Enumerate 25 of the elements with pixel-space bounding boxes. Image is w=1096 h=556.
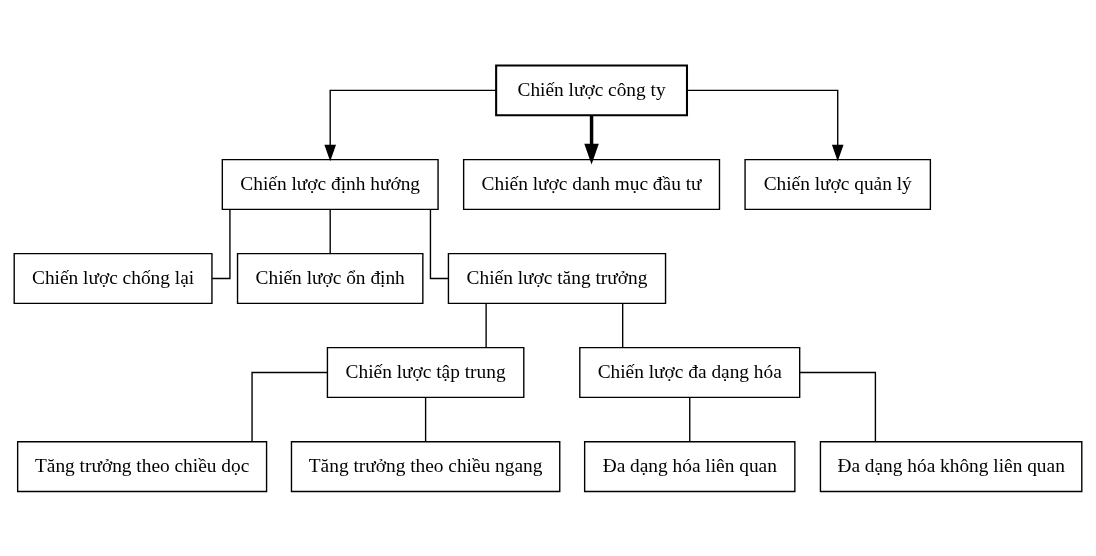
connector <box>429 208 449 279</box>
node-box: Chiến lược tập trung <box>326 346 525 398</box>
connector <box>799 371 877 442</box>
connector <box>622 302 624 348</box>
node-box: Chiến lược quản lý <box>744 158 932 210</box>
connector <box>485 302 487 348</box>
node-box: Chiến lược chống lại <box>13 252 213 304</box>
node-box: Đa dạng hóa liên quan <box>583 440 796 492</box>
node-box: Đa dạng hóa không liên quan <box>819 440 1083 492</box>
node-box: Tăng trưởng theo chiều dọc <box>16 440 268 492</box>
arrow <box>324 89 497 161</box>
connector <box>424 396 427 442</box>
node-box: Chiến lược ổn định <box>236 252 424 304</box>
node-box: Chiến lược đa dạng hóa <box>579 346 801 398</box>
arrow <box>686 89 844 161</box>
arrow <box>584 115 599 164</box>
connector <box>251 371 328 442</box>
node-box: Chiến lược định hướng <box>221 158 439 210</box>
connector <box>211 208 231 279</box>
connector <box>689 396 691 442</box>
node-box: Chiến lược danh mục đầu tư <box>462 158 721 210</box>
node-box: Tăng trưởng theo chiều ngang <box>290 440 561 492</box>
node-box: Chiến lược công ty <box>495 64 688 116</box>
connector <box>329 208 331 254</box>
node-box: Chiến lược tăng trưởng <box>447 252 667 304</box>
